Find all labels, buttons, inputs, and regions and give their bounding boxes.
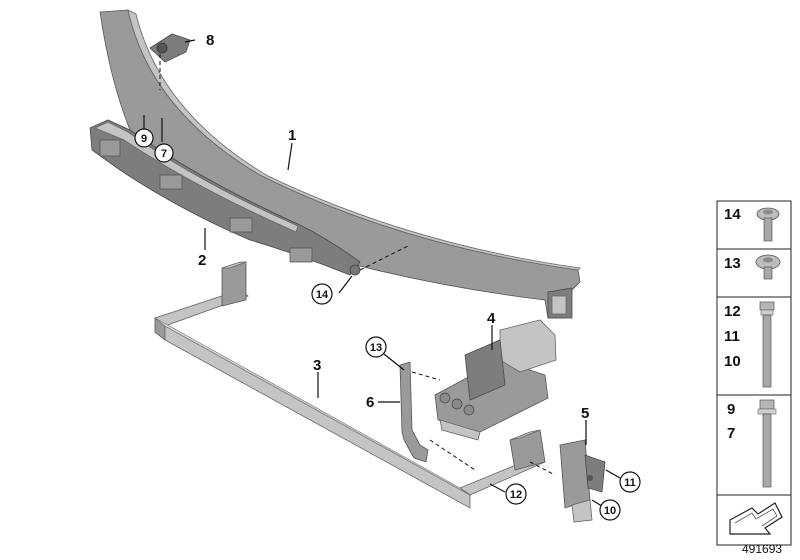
- callout-14: 14: [311, 283, 333, 305]
- legend-box-13: [716, 248, 792, 298]
- callout-4: 4: [487, 310, 496, 327]
- callout-11: 11: [619, 471, 641, 493]
- svg-text:13: 13: [370, 342, 382, 354]
- callout-7: 7: [154, 143, 174, 163]
- direction-arrow-icon: [729, 502, 783, 535]
- callout-13: 13: [365, 336, 387, 358]
- diagram-id: 491693: [742, 542, 782, 556]
- legend-label-10: 10: [724, 353, 741, 370]
- svg-text:11: 11: [624, 477, 636, 489]
- callout-3: 3: [313, 357, 321, 374]
- legend-label-14: 14: [724, 206, 741, 223]
- callout-1: 1: [288, 127, 296, 144]
- callout-9: 9: [134, 128, 154, 148]
- legend-label-12: 12: [724, 303, 741, 320]
- legend-label-7: 7: [727, 425, 735, 442]
- bent-strap: [399, 361, 441, 463]
- svg-text:10: 10: [604, 505, 616, 517]
- callout-2: 2: [198, 252, 206, 269]
- svg-text:9: 9: [141, 133, 147, 145]
- callout-5: 5: [581, 405, 589, 422]
- bolt-9-icon: [757, 399, 777, 488]
- svg-text:7: 7: [161, 148, 167, 160]
- small-bracket: [559, 439, 606, 523]
- beam-bracket-nut: [149, 33, 191, 90]
- screw-13-icon: [755, 254, 781, 280]
- callout-8: 8: [206, 32, 214, 49]
- legend-box-12-11-10: [716, 296, 792, 396]
- legend-label-13: 13: [724, 255, 741, 272]
- callout-6: 6: [366, 394, 374, 411]
- svg-text:14: 14: [316, 289, 329, 301]
- legend-label-9: 9: [727, 401, 735, 418]
- mount-bracket: [434, 319, 557, 441]
- callout-10: 10: [599, 499, 621, 521]
- legend-box-14: [716, 200, 792, 250]
- callout-12: 12: [505, 483, 527, 505]
- lower-cross-member: [154, 261, 556, 509]
- legend-box-9-7: [716, 394, 792, 496]
- screw-14-icon: [756, 207, 780, 242]
- svg-text:12: 12: [510, 489, 522, 501]
- legend-label-11: 11: [724, 328, 740, 345]
- bolt-12-icon: [759, 301, 775, 388]
- fastener-legend: 14 13 12 11 10 9 7: [716, 200, 792, 546]
